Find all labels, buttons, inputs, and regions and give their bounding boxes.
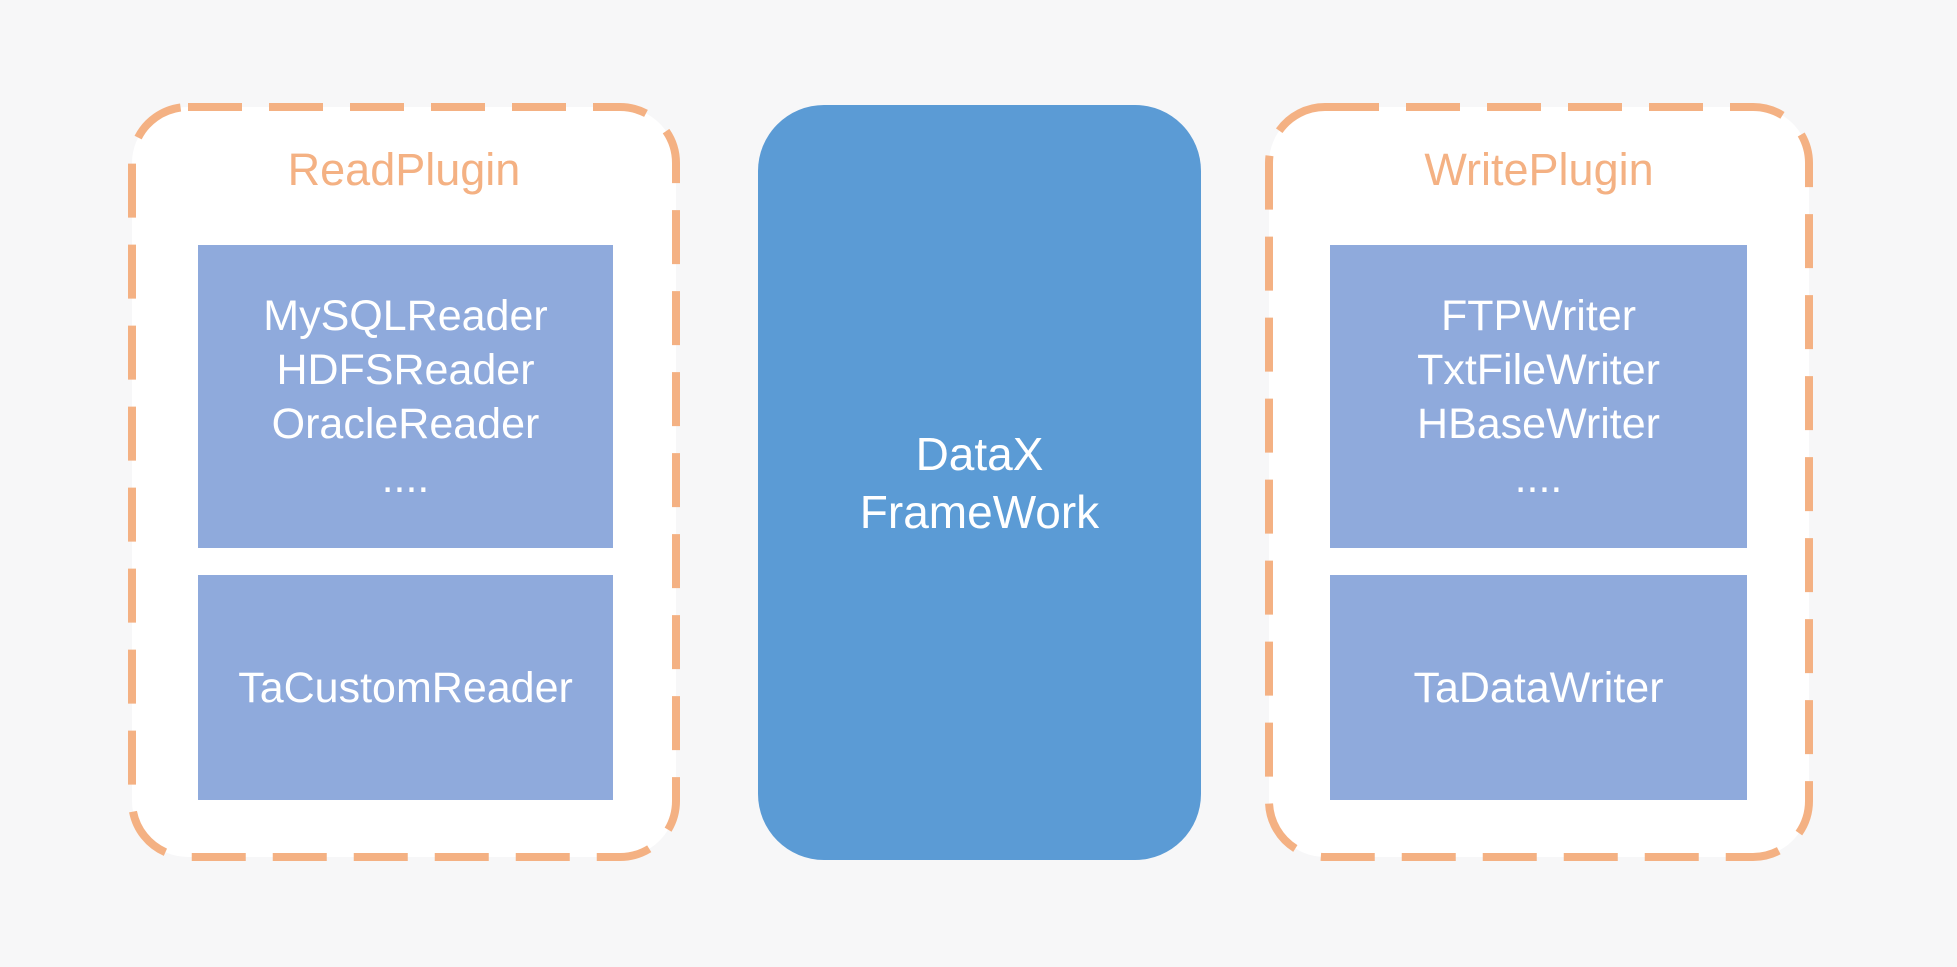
read-plugin-panel: ReadPlugin MySQLReader HDFSReader Oracle…	[128, 103, 680, 861]
writer-item-ellipsis: ....	[1514, 453, 1563, 502]
custom-reader-label: TaCustomReader	[238, 663, 573, 712]
writer-item: FTPWriter	[1440, 291, 1637, 340]
reader-item: MySQLReader	[263, 291, 548, 340]
framework-label-line2: FrameWork	[859, 485, 1100, 538]
write-plugin-title: WritePlugin	[1424, 144, 1654, 195]
custom-writer-box: TaDataWriter	[1330, 575, 1747, 800]
write-plugin-panel: WritePlugin FTPWriter TxtFileWriter HBas…	[1265, 103, 1813, 861]
read-plugin-readers-box: MySQLReader HDFSReader OracleReader ....	[198, 245, 613, 548]
write-plugin-writers-box: FTPWriter TxtFileWriter HBaseWriter ....	[1330, 245, 1747, 548]
custom-writer-label: TaDataWriter	[1413, 663, 1664, 712]
custom-reader-box: TaCustomReader	[198, 575, 613, 800]
framework-label-line1: DataX	[915, 427, 1044, 480]
reader-item: OracleReader	[271, 399, 540, 448]
datax-framework-box: DataX FrameWork	[758, 105, 1201, 860]
writer-item: TxtFileWriter	[1417, 345, 1660, 394]
reader-item: HDFSReader	[276, 345, 535, 394]
read-plugin-title: ReadPlugin	[287, 144, 521, 195]
writer-item: HBaseWriter	[1417, 399, 1660, 448]
reader-item-ellipsis: ....	[381, 453, 430, 502]
